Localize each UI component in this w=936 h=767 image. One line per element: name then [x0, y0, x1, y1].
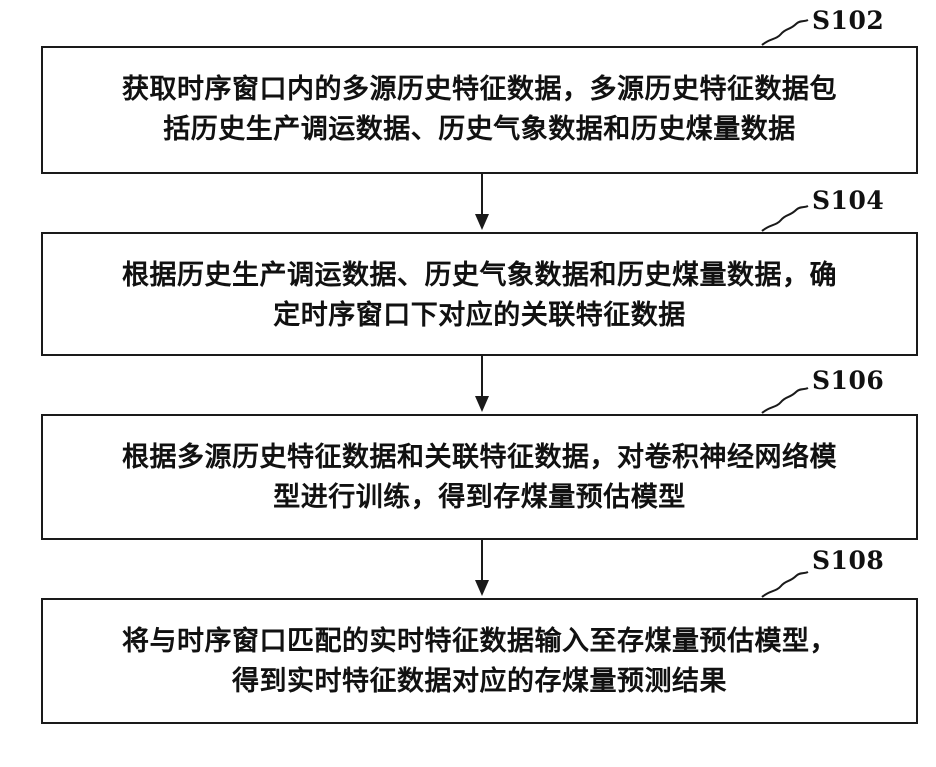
arrow-s106-to-s108: [475, 540, 489, 596]
step-text-line: 得到实时特征数据对应的存煤量预测结果: [61, 662, 898, 702]
step-text-line: 根据多源历史特征数据和关联特征数据，对卷积神经网络模: [61, 438, 898, 478]
leader-line-s106: [762, 388, 808, 413]
step-box-s104: 根据历史生产调运数据、历史气象数据和历史煤量数据，确 定时序窗口下对应的关联特征…: [41, 232, 918, 356]
arrow-s102-to-s104: [475, 174, 489, 230]
step-box-s108: 将与时序窗口匹配的实时特征数据输入至存煤量预估模型， 得到实时特征数据对应的存煤…: [41, 598, 918, 724]
step-label-s108: S108: [812, 546, 884, 575]
step-text-line: 根据历史生产调运数据、历史气象数据和历史煤量数据，确: [61, 256, 898, 296]
step-label-s102: S102: [812, 6, 884, 35]
step-label-s106: S106: [812, 366, 884, 395]
leader-line-s104: [762, 206, 808, 231]
step-text-line: 获取时序窗口内的多源历史特征数据，多源历史特征数据包: [61, 70, 898, 110]
leader-line-s108: [762, 572, 808, 597]
step-text-line: 型进行训练，得到存煤量预估模型: [61, 478, 898, 518]
step-text-line: 定时序窗口下对应的关联特征数据: [61, 296, 898, 336]
arrow-s104-to-s106: [475, 356, 489, 412]
step-text-line: 将与时序窗口匹配的实时特征数据输入至存煤量预估模型，: [61, 622, 898, 662]
step-text-line: 括历史生产调运数据、历史气象数据和历史煤量数据: [61, 110, 898, 150]
step-box-s106: 根据多源历史特征数据和关联特征数据，对卷积神经网络模 型进行训练，得到存煤量预估…: [41, 414, 918, 540]
step-label-s104: S104: [812, 186, 884, 215]
step-box-s102: 获取时序窗口内的多源历史特征数据，多源历史特征数据包 括历史生产调运数据、历史气…: [41, 46, 918, 174]
leader-line-s102: [762, 20, 808, 45]
